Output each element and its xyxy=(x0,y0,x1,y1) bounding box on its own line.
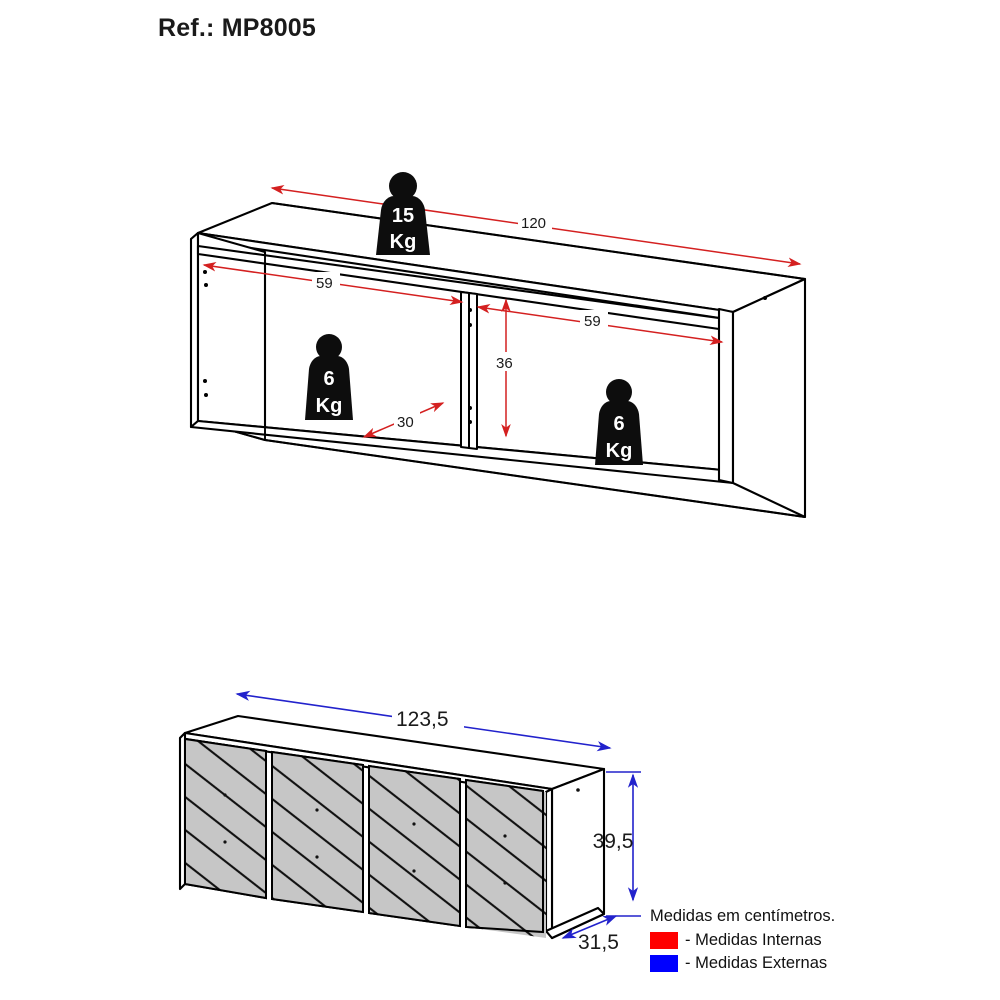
right-side-panel-front xyxy=(717,307,735,485)
door-dowel-hole xyxy=(412,869,416,873)
badge-knob-icon xyxy=(389,172,417,200)
door-glass-hatch-icon xyxy=(272,752,363,912)
badge-body xyxy=(595,401,643,465)
red-swatch-icon xyxy=(650,931,678,949)
right-side-panel-outer xyxy=(731,277,807,519)
internal-dimension-labels: 120 59 59 36 30 xyxy=(312,212,608,431)
measurement-legend: Medidas em centímetros. - Medidas Intern… xyxy=(650,908,990,978)
door-panel-2[interactable] xyxy=(266,748,370,920)
top-cabinet-open-view: 120 59 59 36 30 15 Kg 6 xyxy=(189,172,807,519)
door-dowel-hole xyxy=(223,840,227,844)
door-dowel-hole xyxy=(223,793,227,797)
door-glass-hatch-icon xyxy=(185,739,266,898)
bottom-inner-back-edge xyxy=(264,439,806,518)
side-panel-dowel-hole xyxy=(576,788,580,792)
divider-front-edge xyxy=(460,291,470,449)
legend-label-internal: - Medidas Internas xyxy=(685,930,822,949)
door-dowel-hole xyxy=(503,834,507,838)
door-glass-hatch-icon xyxy=(369,766,460,926)
dim-label-39-5: 39,5 xyxy=(593,830,634,853)
badge-weight-unit: Kg xyxy=(390,231,417,253)
badge-weight-value: 6 xyxy=(323,368,334,390)
legend-label-external: - Medidas Externas xyxy=(685,953,828,972)
door-dowel-hole xyxy=(503,881,507,885)
page-title: Ref.: MP8005 xyxy=(158,14,317,42)
hole-divider-lower-a xyxy=(468,406,472,410)
divider-inner-face xyxy=(468,292,478,450)
door-dowel-hole xyxy=(315,808,319,812)
badge-weight-value: 15 xyxy=(392,205,414,227)
external-dimension-labels: 123,5 39,5 31,5 xyxy=(392,704,633,954)
dim-label-120: 120 xyxy=(521,215,546,232)
dim-label-30: 30 xyxy=(397,414,414,431)
center-divider xyxy=(460,291,478,450)
badge-weight-unit: Kg xyxy=(316,395,343,417)
legend-item-internal: - Medidas Internas xyxy=(650,930,990,949)
door-dowel-hole xyxy=(315,855,319,859)
hole-left-lower-b xyxy=(204,393,208,397)
badge-knob-icon xyxy=(316,334,342,360)
dim-label-31-5: 31,5 xyxy=(578,931,619,954)
blue-swatch-icon xyxy=(650,954,678,972)
hole-right-panel xyxy=(763,296,767,300)
load-badge-6kg-right: 6 Kg xyxy=(595,379,643,465)
hole-left-upper-b xyxy=(204,283,208,287)
hole-divider-upper-a xyxy=(468,308,472,312)
badge-weight-value: 6 xyxy=(613,413,624,435)
dim-line-31-5 xyxy=(561,915,618,939)
units-note: Medidas em centímetros. xyxy=(650,907,836,925)
legend-item-external: - Medidas Externas xyxy=(650,953,990,972)
load-badge-15kg: 15 Kg xyxy=(376,172,430,255)
door-outline xyxy=(271,750,364,914)
dim-label-left-59: 59 xyxy=(316,275,333,292)
badge-body xyxy=(305,356,353,420)
hole-divider-upper-b xyxy=(468,323,472,327)
door-panel-3[interactable] xyxy=(363,762,467,934)
door-panel-1[interactable] xyxy=(180,735,275,905)
badge-body xyxy=(376,196,430,255)
hole-left-upper-a xyxy=(203,270,207,274)
left-side-panel-inner xyxy=(196,231,267,442)
door-outline xyxy=(465,778,544,934)
door-outline xyxy=(368,764,461,928)
hole-divider-lower-b xyxy=(468,420,472,424)
dim-label-right-59: 59 xyxy=(584,313,601,330)
badge-knob-icon xyxy=(606,379,632,405)
cabinet-right-front-edge xyxy=(544,787,554,940)
door-dowel-hole xyxy=(412,822,416,826)
bottom-cabinet-closed-view: 123,5 39,5 31,5 xyxy=(178,690,641,954)
dim-label-36: 36 xyxy=(496,355,513,372)
badge-weight-unit: Kg xyxy=(606,440,633,462)
door-panel-4[interactable] xyxy=(460,776,552,944)
door-glass-hatch-icon xyxy=(466,780,546,938)
load-badge-6kg-left: 6 Kg xyxy=(305,334,353,420)
hole-left-lower-a xyxy=(203,379,207,383)
dim-label-123-5: 123,5 xyxy=(396,708,449,731)
